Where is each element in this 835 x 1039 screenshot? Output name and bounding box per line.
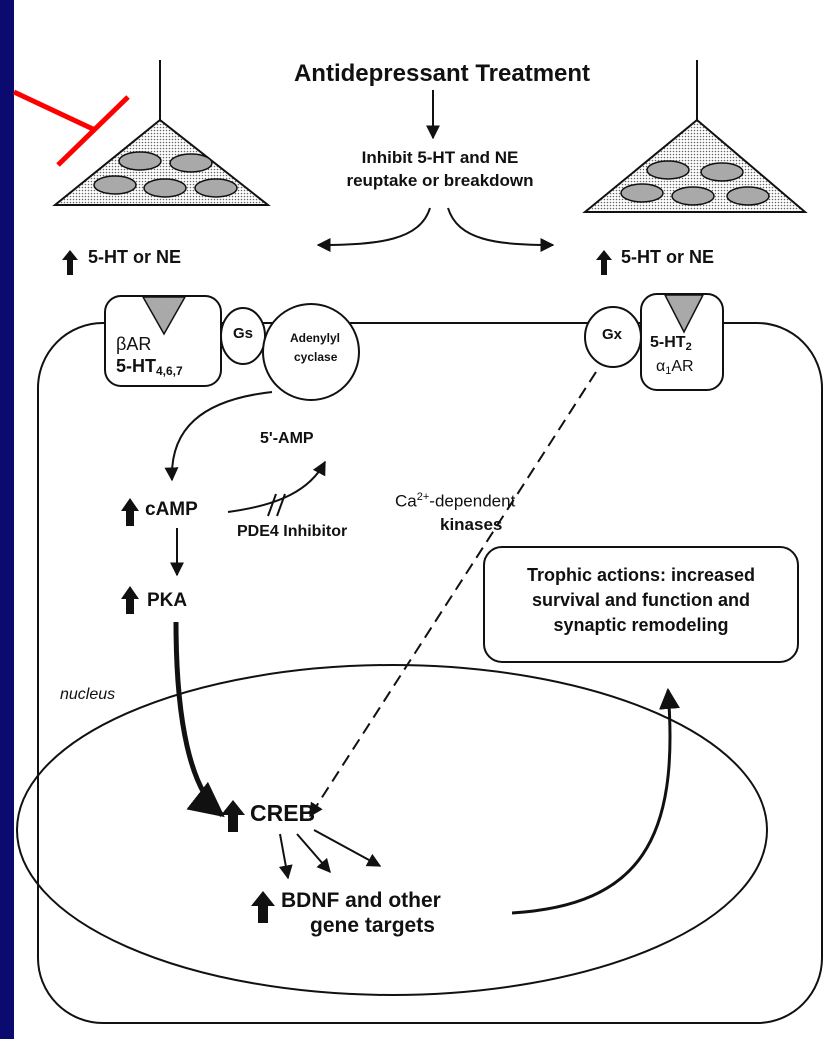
trophic-line3: synaptic remodeling: [553, 615, 729, 635]
dashed-gx-to-creb: [309, 371, 597, 818]
kinases-label: kinases: [440, 515, 503, 534]
5ht2-label: 5-HT2: [650, 334, 692, 353]
amp-label: 5'-AMP: [260, 430, 314, 447]
left-neuron-label: 5-HT or NE: [88, 247, 182, 267]
nucleus-label: nucleus: [60, 686, 116, 703]
cell-membrane: [37, 322, 823, 1024]
arrow-to-left-synapse: [316, 207, 431, 252]
gs-label: Gs: [232, 325, 254, 342]
arrow-to-right-synapse: [447, 207, 555, 252]
bdnf-line2: gene targets: [310, 914, 435, 937]
trophic-line2: survival and function and: [531, 590, 751, 610]
right-neuron-label: 5-HT or NE: [621, 247, 715, 267]
trophic-box: [483, 546, 799, 663]
left-presynaptic-neuron: [52, 60, 271, 206]
right-receptor: [640, 293, 724, 391]
diagram-title: Antidepressant Treatment: [293, 60, 591, 87]
bdnf-line1: BDNF and other: [281, 889, 441, 912]
inhibit-text-line1: Inhibit 5-HT and NE: [361, 148, 519, 167]
cyclase-label: cyclase: [294, 350, 338, 364]
inhibit-text-line2: reuptake or breakdown: [346, 171, 534, 190]
adenylyl-cyclase: [262, 303, 360, 401]
trophic-line1: Trophic actions: increased: [526, 565, 756, 585]
alpha1-ar-label: α1AR: [656, 358, 694, 377]
red-inhibition-mark: [12, 89, 130, 167]
5ht467-label: 5-HT4,6,7: [116, 356, 183, 378]
nucleus: [16, 664, 768, 996]
arrow-pka-to-creb: [173, 621, 225, 818]
camp-label: cAMP: [145, 499, 198, 520]
beta-ar-label: βAR: [116, 334, 152, 354]
right-presynaptic-neuron: [582, 60, 808, 213]
creb-label: CREB: [250, 800, 316, 826]
pde4-label: PDE4 Inhibitor: [237, 523, 348, 540]
ca-dependent-label: Ca2+-dependent: [395, 491, 516, 511]
arrow-cyclase-to-camp: [164, 391, 273, 482]
arrow-bdnf-to-trophic: [511, 687, 680, 915]
arrow-camp-to-amp: [227, 460, 326, 513]
gx-label: Gx: [601, 326, 623, 343]
adenylyl-label: Adenylyl: [290, 331, 341, 345]
pka-label: PKA: [147, 590, 188, 611]
